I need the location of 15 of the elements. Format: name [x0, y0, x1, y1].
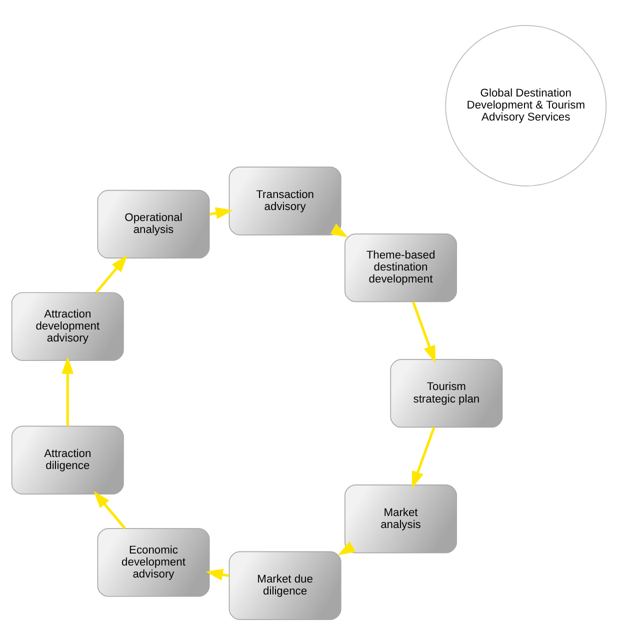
- node-box: Theme-based destination development: [344, 232, 457, 302]
- arrow: [412, 300, 436, 362]
- node-box: Operational analysis: [97, 189, 210, 258]
- node-box: Market due diligence: [228, 550, 342, 620]
- arrow: [330, 223, 348, 237]
- node-box: Attraction development advisory: [11, 292, 124, 360]
- arrow: [94, 490, 126, 529]
- arrow: [338, 540, 356, 555]
- node-box: Tourism strategic plan: [390, 358, 503, 428]
- node-circle: Global Destination Development & Tourism Advisory Services: [445, 24, 607, 186]
- node-box: Economic development advisory: [97, 528, 210, 596]
- arrow: [62, 356, 74, 426]
- node-box: Attraction diligence: [11, 425, 124, 494]
- arrow: [95, 254, 128, 293]
- arrow: [412, 426, 436, 488]
